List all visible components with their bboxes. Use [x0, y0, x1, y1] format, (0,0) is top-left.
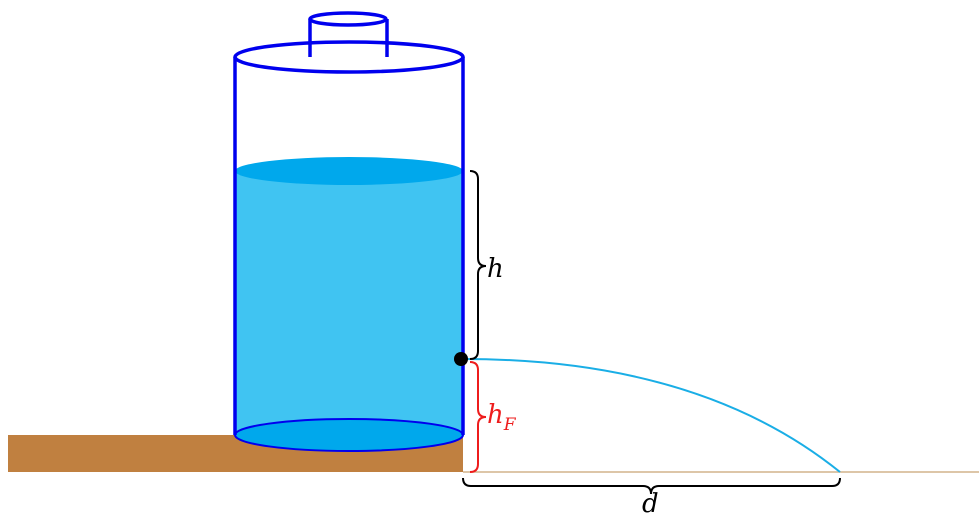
water-surface: [235, 157, 463, 185]
hole-marker: [454, 352, 468, 366]
label-h: h: [487, 254, 504, 284]
water-bottom: [234, 418, 464, 452]
water-jet: [462, 358, 841, 473]
label-hF-base: h: [487, 400, 504, 430]
tank-top-rim: [233, 40, 465, 74]
water-body: [235, 171, 463, 435]
brace-h: [469, 170, 487, 360]
brace-hF: [469, 361, 487, 473]
brace-d: [462, 477, 841, 495]
cap-top: [308, 11, 388, 27]
label-d: d: [642, 489, 659, 513]
label-hF: hF: [487, 400, 517, 435]
label-hF-sub: F: [503, 415, 517, 435]
